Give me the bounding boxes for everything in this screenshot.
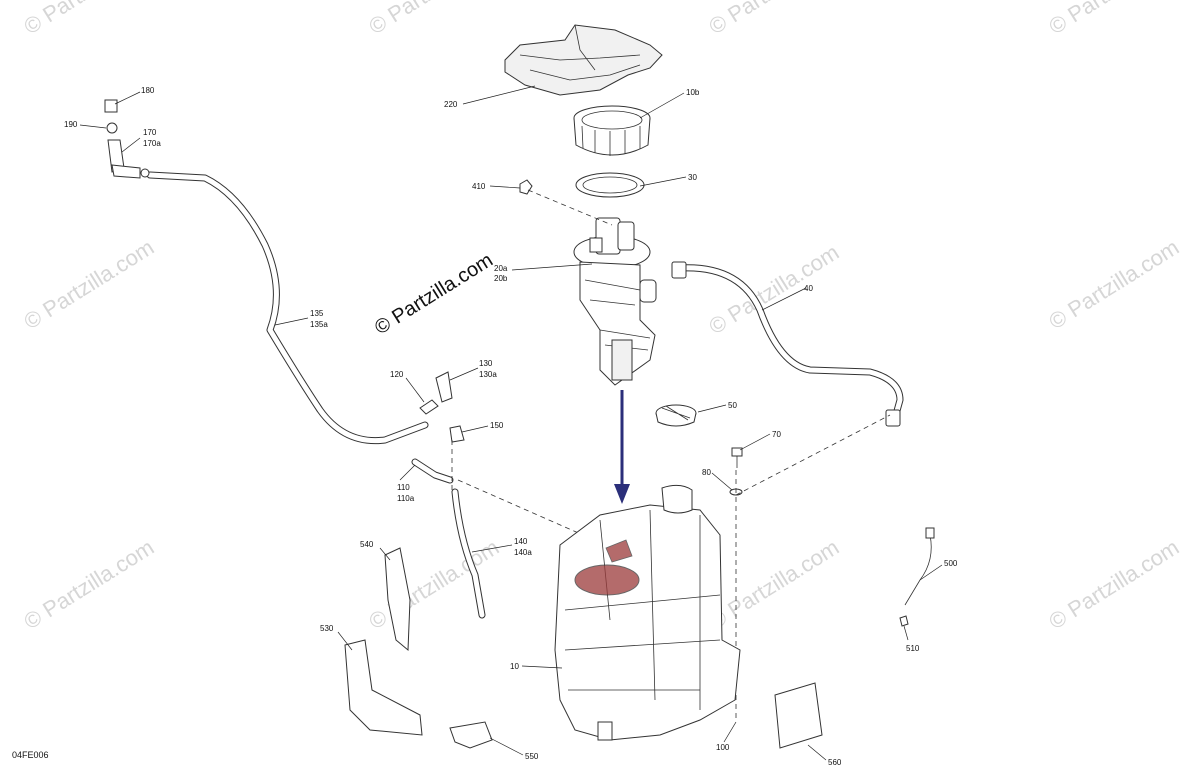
drain-hose xyxy=(411,458,486,619)
watermark: © Partzilla.com xyxy=(1044,234,1183,334)
callout-150: 150 xyxy=(490,421,504,430)
watermark: © Partzilla.com xyxy=(364,534,503,634)
callout-550: 550 xyxy=(525,752,539,761)
callout-110a: 110a xyxy=(397,494,415,503)
insertion-arrow xyxy=(614,390,630,504)
callout-120: 120 xyxy=(390,370,404,379)
callout-110: 110 xyxy=(397,483,410,492)
callout-100: 100 xyxy=(716,743,730,752)
callout-560: 560 xyxy=(828,758,842,767)
vent-hose-assembly xyxy=(104,99,429,445)
watermark: © Partzilla.com xyxy=(19,534,158,634)
callout-10: 10 xyxy=(510,662,519,671)
callout-530: 530 xyxy=(320,624,334,633)
watermark: © Partzilla.com xyxy=(1044,534,1183,634)
callout-170: 170 xyxy=(143,128,157,137)
watermark: © Partzilla.com xyxy=(1044,0,1183,39)
watermark: © Partzilla.com xyxy=(19,0,158,39)
callout-540: 540 xyxy=(360,540,374,549)
fuel-pump-module xyxy=(573,217,657,386)
callout-140: 140 xyxy=(514,537,528,546)
heat-shields xyxy=(344,547,823,749)
watermark: © Partzilla.com xyxy=(19,234,158,334)
callout-130: 130 xyxy=(479,359,493,368)
callout-50: 50 xyxy=(728,401,737,410)
watermark: © Partzilla.com xyxy=(364,0,503,39)
connector-clip xyxy=(519,179,533,195)
watermark: © Partzilla.com xyxy=(704,0,843,39)
callout-40: 40 xyxy=(804,284,813,293)
diagram-code: 04FE006 xyxy=(12,750,49,760)
filler-cap xyxy=(655,404,697,427)
callout-510: 510 xyxy=(906,644,920,653)
fuel-tank xyxy=(554,484,741,741)
callout-labels: 220 10b 30 410 20a 20b 180 190 170 170a … xyxy=(64,86,958,767)
watermark: © Partzilla.com xyxy=(704,534,843,634)
callout-10b: 10b xyxy=(686,88,700,97)
skid-plate xyxy=(504,24,663,96)
callout-170a: 170a xyxy=(143,139,161,148)
callout-leaders xyxy=(79,85,943,761)
callout-180: 180 xyxy=(141,86,155,95)
partzilla-brand-mark: © Partzilla.com xyxy=(371,249,497,339)
callout-135a: 135a xyxy=(310,320,328,329)
level-sensor xyxy=(899,527,935,627)
watermark: © Partzilla.com xyxy=(704,239,843,339)
callout-20b: 20b xyxy=(494,274,508,283)
callout-70: 70 xyxy=(772,430,781,439)
pump-gasket xyxy=(575,172,645,198)
callout-220: 220 xyxy=(444,100,458,109)
callout-190: 190 xyxy=(64,120,78,129)
fuel-line xyxy=(671,261,904,427)
callout-130a: 130a xyxy=(479,370,497,379)
callout-20a: 20a xyxy=(494,264,508,273)
callout-500: 500 xyxy=(944,559,958,568)
center-fittings xyxy=(419,371,465,443)
callout-140a: 140a xyxy=(514,548,532,557)
callout-30: 30 xyxy=(688,173,697,182)
locking-ring xyxy=(573,105,651,156)
callout-80: 80 xyxy=(702,468,711,477)
callout-135: 135 xyxy=(310,309,324,318)
callout-410: 410 xyxy=(472,182,486,191)
